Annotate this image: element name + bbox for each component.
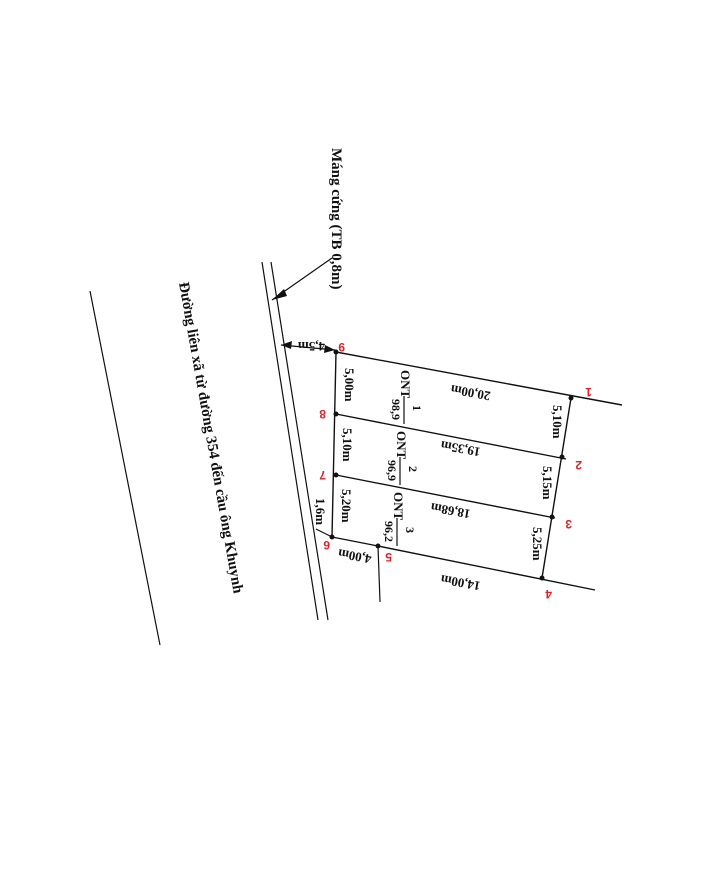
lot-3-area: 96,2	[382, 521, 396, 542]
lot-3-code: ONT	[391, 492, 406, 521]
edge-label-6-5: 4,00m	[337, 546, 373, 567]
setback-label: 4,5m	[298, 339, 325, 354]
point-1-marker	[568, 395, 574, 401]
boundary-1-4	[541, 397, 572, 579]
canal-line-left	[261, 261, 319, 621]
point-4-marker	[539, 575, 545, 581]
road-edge-line	[89, 290, 161, 646]
boundary-6-5	[331, 536, 379, 547]
point-label-4: 4	[545, 587, 552, 601]
edge-label-9-1: 20,00m	[449, 382, 491, 404]
point-label-9: 9	[338, 340, 345, 354]
point-2-marker	[559, 454, 565, 460]
point-5-marker	[375, 543, 381, 549]
dimension-6-road-line	[315, 528, 333, 538]
edge-label-5-4: 14,00m	[439, 572, 481, 594]
canal-leader-arrowhead	[272, 289, 287, 300]
point-label-6: 6	[323, 538, 330, 552]
point-label-3: 3	[565, 517, 572, 531]
boundary-8-2	[335, 413, 567, 460]
edge-label-1-2: 5,10m	[550, 405, 565, 439]
edge-label-9-8: 5,00m	[342, 368, 357, 402]
edge-label-7-6: 5,20m	[339, 489, 354, 523]
boundary-9-6	[331, 351, 337, 538]
point-label-7: 7	[319, 468, 326, 482]
boundary-5-tail	[377, 545, 381, 603]
boundary-9-1	[335, 351, 623, 406]
lot-3-label: ONT 3 96,2	[382, 492, 417, 546]
point-7-marker	[333, 472, 339, 478]
lot-1-number: 1	[410, 405, 424, 411]
edge-label-8-2: 19,35m	[439, 438, 481, 460]
setback-arrow-right	[324, 345, 335, 353]
lot-1-code: ONT	[398, 370, 413, 399]
boundary-7-3	[335, 474, 556, 519]
point-label-1: 1	[585, 385, 592, 399]
edge-label-6-road: 1,6m	[313, 498, 328, 525]
canal-line-right	[270, 261, 329, 621]
road-label: Đường liên xã từ đường 354 đến cầu ông K…	[175, 281, 246, 595]
point-label-5: 5	[385, 550, 392, 564]
edge-label-7-3: 18,68m	[429, 500, 471, 522]
boundary-5-4	[377, 545, 596, 591]
lot-2-number: 2	[406, 466, 420, 472]
point-3-marker	[549, 514, 555, 520]
lot-2-area: 96,9	[385, 460, 399, 481]
lot-2-label: ONT 2 96,9	[385, 431, 420, 485]
edge-label-8-7: 5,10m	[340, 428, 355, 462]
canal-label: Máng cứng (TB 0,8m)	[328, 148, 344, 290]
lot-1-label: ONT 1 98,9	[389, 370, 424, 424]
point-8-marker	[333, 411, 339, 417]
point-9-marker	[333, 349, 339, 355]
setback-arrow-left	[281, 341, 292, 349]
lot-3-number: 3	[403, 527, 417, 533]
point-label-8: 8	[319, 407, 326, 421]
point-label-2: 2	[575, 458, 582, 472]
edge-label-2-3: 5,15m	[540, 466, 555, 500]
edge-label-3-4: 5,25m	[530, 527, 545, 561]
lot-1-area: 98,9	[389, 399, 403, 420]
lot-2-code: ONT	[394, 431, 409, 460]
